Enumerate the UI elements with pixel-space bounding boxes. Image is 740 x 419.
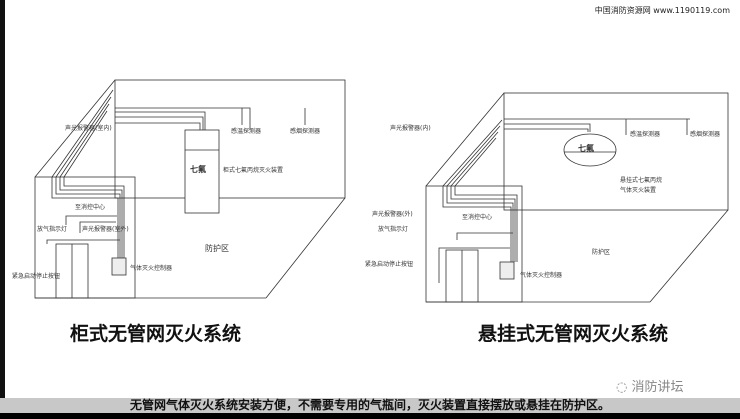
label-area: 防护区 (205, 243, 229, 253)
left-diagram: 声光报警器(室内) 感温探测器 感烟探测器 柜式七氟丙烷灭火装置 七氟 至消控中… (12, 79, 346, 345)
label-cabinet: 柜式七氟丙烷灭火装置 (223, 166, 283, 174)
right-title: 悬挂式无管网灭火系统 (478, 322, 668, 345)
label-emergency: 紧急启动停止按钮 (365, 260, 413, 268)
label-release-light: 放气指示灯 (378, 225, 408, 233)
label-temp-detector: 感温探测器 (231, 127, 261, 135)
caption-bar: 无管网气体灭火系统安装方便，不需要专用的气瓶间，灭火装置直接摆放或悬挂在防护区。 (0, 398, 740, 413)
label-controller: 气体灭火控制器 (520, 271, 562, 279)
logo: ◌ 消防讲坛 (616, 380, 684, 395)
label-alarm-out: 声光报警器(外) (372, 210, 413, 218)
label-alarm-in: 声光报警器(室内) (65, 124, 112, 132)
label-smoke-detector: 感烟探测器 (290, 127, 320, 135)
label-smoke-detector: 感烟探测器 (690, 130, 720, 138)
label-release-light: 放气指示灯 (37, 225, 67, 233)
right-diagram: 声光报警器(内) 感温探测器 感烟探测器 七氟 悬挂式七氟丙烷 气体灭火装置 声… (365, 92, 729, 345)
label-temp-detector: 感温探测器 (630, 130, 660, 138)
label-alarm-in: 声光报警器(内) (390, 124, 431, 132)
label-device-2: 气体灭火装置 (620, 186, 656, 194)
label-to-center: 至消控中心 (75, 203, 105, 211)
site-label: 中国消防资源网 www.1190119.com (594, 6, 730, 15)
label-emergency: 紧急启动停止按钮 (12, 272, 60, 280)
bottom-border (0, 413, 740, 419)
device-mark: 七氟 (578, 143, 594, 153)
logo-text: 消防讲坛 (631, 380, 684, 395)
label-area: 防护区 (592, 248, 610, 256)
cabinet-mark: 七氟 (190, 164, 206, 174)
label-controller: 气体灭火控制器 (130, 264, 172, 272)
label-device-1: 悬挂式七氟丙烷 (620, 176, 662, 184)
label-alarm-out: 声光报警器(室外) (82, 225, 129, 233)
left-border (0, 0, 5, 419)
label-to-center: 至消控中心 (462, 213, 492, 221)
left-title: 柜式无管网灭火系统 (70, 322, 241, 345)
